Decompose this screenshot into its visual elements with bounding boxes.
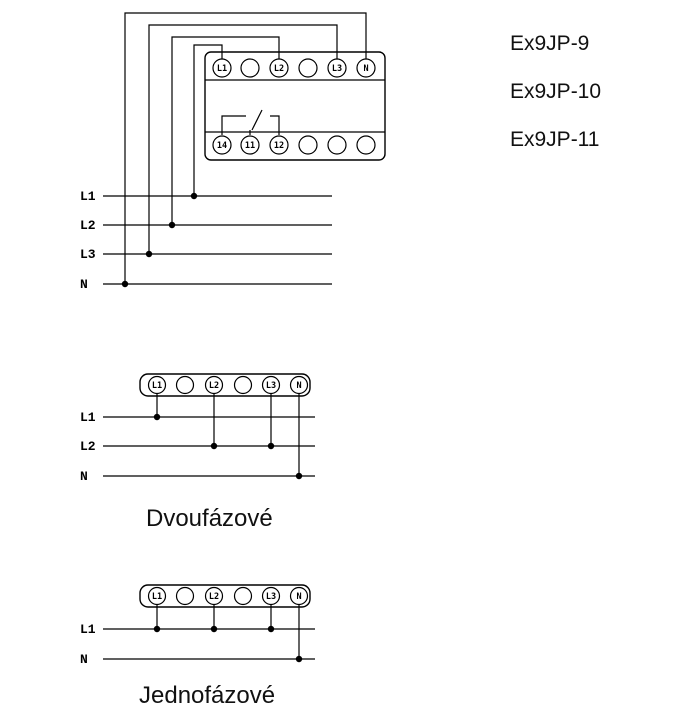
terminal-empty bbox=[240, 58, 260, 78]
terminal-label: N bbox=[363, 64, 368, 74]
terminal-empty bbox=[327, 135, 347, 155]
wire-n bbox=[124, 12, 367, 284]
terminal-14 bbox=[212, 135, 232, 155]
terminal-11 bbox=[240, 135, 260, 155]
line-label-n: N bbox=[80, 652, 88, 667]
terminal-empty bbox=[175, 586, 195, 606]
terminal-l2 bbox=[204, 375, 224, 395]
line-label-l1: L1 bbox=[80, 410, 96, 425]
junction-dot bbox=[295, 472, 303, 480]
terminal-label: L3 bbox=[266, 592, 276, 602]
terminal-label: L2 bbox=[209, 381, 219, 391]
terminal-label: L2 bbox=[209, 592, 219, 602]
junction-dot bbox=[295, 655, 303, 663]
terminal-l1 bbox=[147, 375, 167, 395]
terminal-label: 14 bbox=[217, 141, 227, 151]
terminal-label: L3 bbox=[332, 64, 342, 74]
terminal-label: 11 bbox=[245, 141, 255, 151]
line-label-n: N bbox=[80, 469, 88, 484]
terminal-label: N bbox=[296, 381, 301, 391]
terminal-label: L1 bbox=[217, 64, 227, 74]
line-label-n: N bbox=[80, 277, 88, 292]
junction-dot bbox=[145, 250, 153, 258]
single-phase-caption: Jednofázové bbox=[139, 682, 276, 709]
relay-contact-symbol bbox=[221, 109, 280, 135]
junction-dot bbox=[121, 280, 129, 288]
line-label-l2: L2 bbox=[80, 218, 96, 233]
model-name: Ex9JP-10 bbox=[510, 80, 602, 103]
terminal-empty bbox=[175, 375, 195, 395]
terminal-label: L2 bbox=[274, 64, 284, 74]
junction-dot bbox=[267, 442, 275, 450]
line-label-l1: L1 bbox=[80, 189, 96, 204]
terminal-label: 12 bbox=[274, 141, 284, 151]
junction-dot bbox=[153, 413, 161, 421]
terminal-empty bbox=[233, 586, 253, 606]
junction-dot bbox=[190, 192, 198, 200]
line-label-l3: L3 bbox=[80, 247, 96, 262]
terminal-label: N bbox=[296, 592, 301, 602]
two-phase-diagram: L1 L2 L3 N L1 L2 N bbox=[80, 373, 315, 484]
junction-dot bbox=[210, 442, 218, 450]
terminal-l3 bbox=[261, 375, 281, 395]
line-label-l2: L2 bbox=[80, 439, 96, 454]
top-connecting-wires bbox=[121, 12, 367, 288]
junction-dot bbox=[267, 625, 275, 633]
terminal-n bbox=[289, 375, 309, 395]
model-name: Ex9JP-11 bbox=[510, 128, 600, 151]
single-phase-diagram: L1 L2 L3 N L1 N bbox=[80, 584, 315, 667]
wire-l3 bbox=[148, 24, 338, 254]
terminal-label: L1 bbox=[152, 381, 162, 391]
terminal-empty bbox=[356, 135, 376, 155]
line-label-l1: L1 bbox=[80, 622, 96, 637]
top-device: L1 L2 L3 N 14 11 12 bbox=[204, 51, 386, 161]
junction-dot bbox=[210, 625, 218, 633]
terminal-l3 bbox=[261, 586, 281, 606]
junction-dot bbox=[168, 221, 176, 229]
terminal-12 bbox=[269, 135, 289, 155]
wire-l1 bbox=[193, 44, 223, 196]
terminal-label: L3 bbox=[266, 381, 276, 391]
terminal-empty bbox=[233, 375, 253, 395]
terminal-l2 bbox=[204, 586, 224, 606]
terminal-label: L1 bbox=[152, 592, 162, 602]
terminal-empty bbox=[298, 135, 318, 155]
terminal-l1 bbox=[147, 586, 167, 606]
lower-terminal-row: 14 11 12 bbox=[212, 135, 376, 155]
wire-l2 bbox=[171, 36, 280, 225]
top-supply-lines: L1 L2 L3 N bbox=[80, 189, 332, 292]
terminal-empty bbox=[298, 58, 318, 78]
junction-dot bbox=[153, 625, 161, 633]
terminal-n bbox=[289, 586, 309, 606]
model-name: Ex9JP-9 bbox=[510, 32, 590, 55]
two-phase-caption: Dvoufázové bbox=[146, 505, 273, 532]
